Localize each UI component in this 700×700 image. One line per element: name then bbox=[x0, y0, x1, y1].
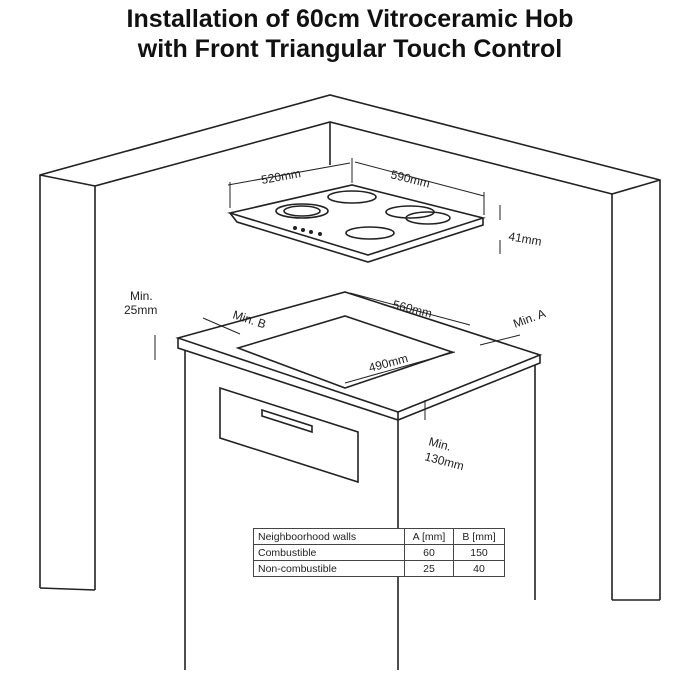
label-590mm: 590mm bbox=[389, 167, 431, 190]
cabinet bbox=[175, 291, 543, 670]
table-cell: Non-combustible bbox=[253, 560, 405, 577]
table-cell: 40 bbox=[453, 560, 505, 577]
table-cell: 60 bbox=[404, 544, 454, 561]
header-cell: Neighboorhood walls bbox=[253, 528, 405, 545]
table-header-row: Neighboorhood walls A [mm] B [mm] bbox=[253, 528, 505, 545]
title-line-2: with Front Triangular Touch Control bbox=[137, 35, 563, 63]
clearance-table: Neighboorhood walls A [mm] B [mm] Combus… bbox=[253, 528, 505, 577]
label-min-25-1: Min. bbox=[130, 289, 153, 303]
label-min-b: Min. B bbox=[231, 308, 268, 332]
drawer bbox=[219, 386, 359, 484]
label-min-130-1: Min. bbox=[427, 434, 453, 453]
table-cell: 150 bbox=[453, 544, 505, 561]
label-min-a: Min. A bbox=[511, 306, 547, 331]
table-cell: Combustible bbox=[253, 544, 405, 561]
label-520mm: 520mm bbox=[260, 166, 302, 187]
label-min-130-2: 130mm bbox=[423, 449, 465, 473]
label-min-25-2: 25mm bbox=[124, 303, 157, 317]
table-cell: 25 bbox=[404, 560, 454, 577]
table-row: Combustible 60 150 bbox=[253, 544, 505, 561]
cutout bbox=[235, 315, 455, 389]
drawer-handle bbox=[261, 408, 313, 434]
walls bbox=[39, 94, 661, 601]
label-41mm: 41mm bbox=[507, 229, 542, 249]
table-row: Non-combustible 25 40 bbox=[253, 560, 505, 577]
dimension-lines bbox=[154, 158, 521, 420]
title-line-1: Installation of 60cm Vitroceramic Hob bbox=[126, 5, 574, 33]
header-cell: B [mm] bbox=[453, 528, 505, 545]
header-cell: A [mm] bbox=[404, 528, 454, 545]
hob bbox=[226, 184, 486, 263]
label-560mm: 560mm bbox=[391, 297, 433, 320]
